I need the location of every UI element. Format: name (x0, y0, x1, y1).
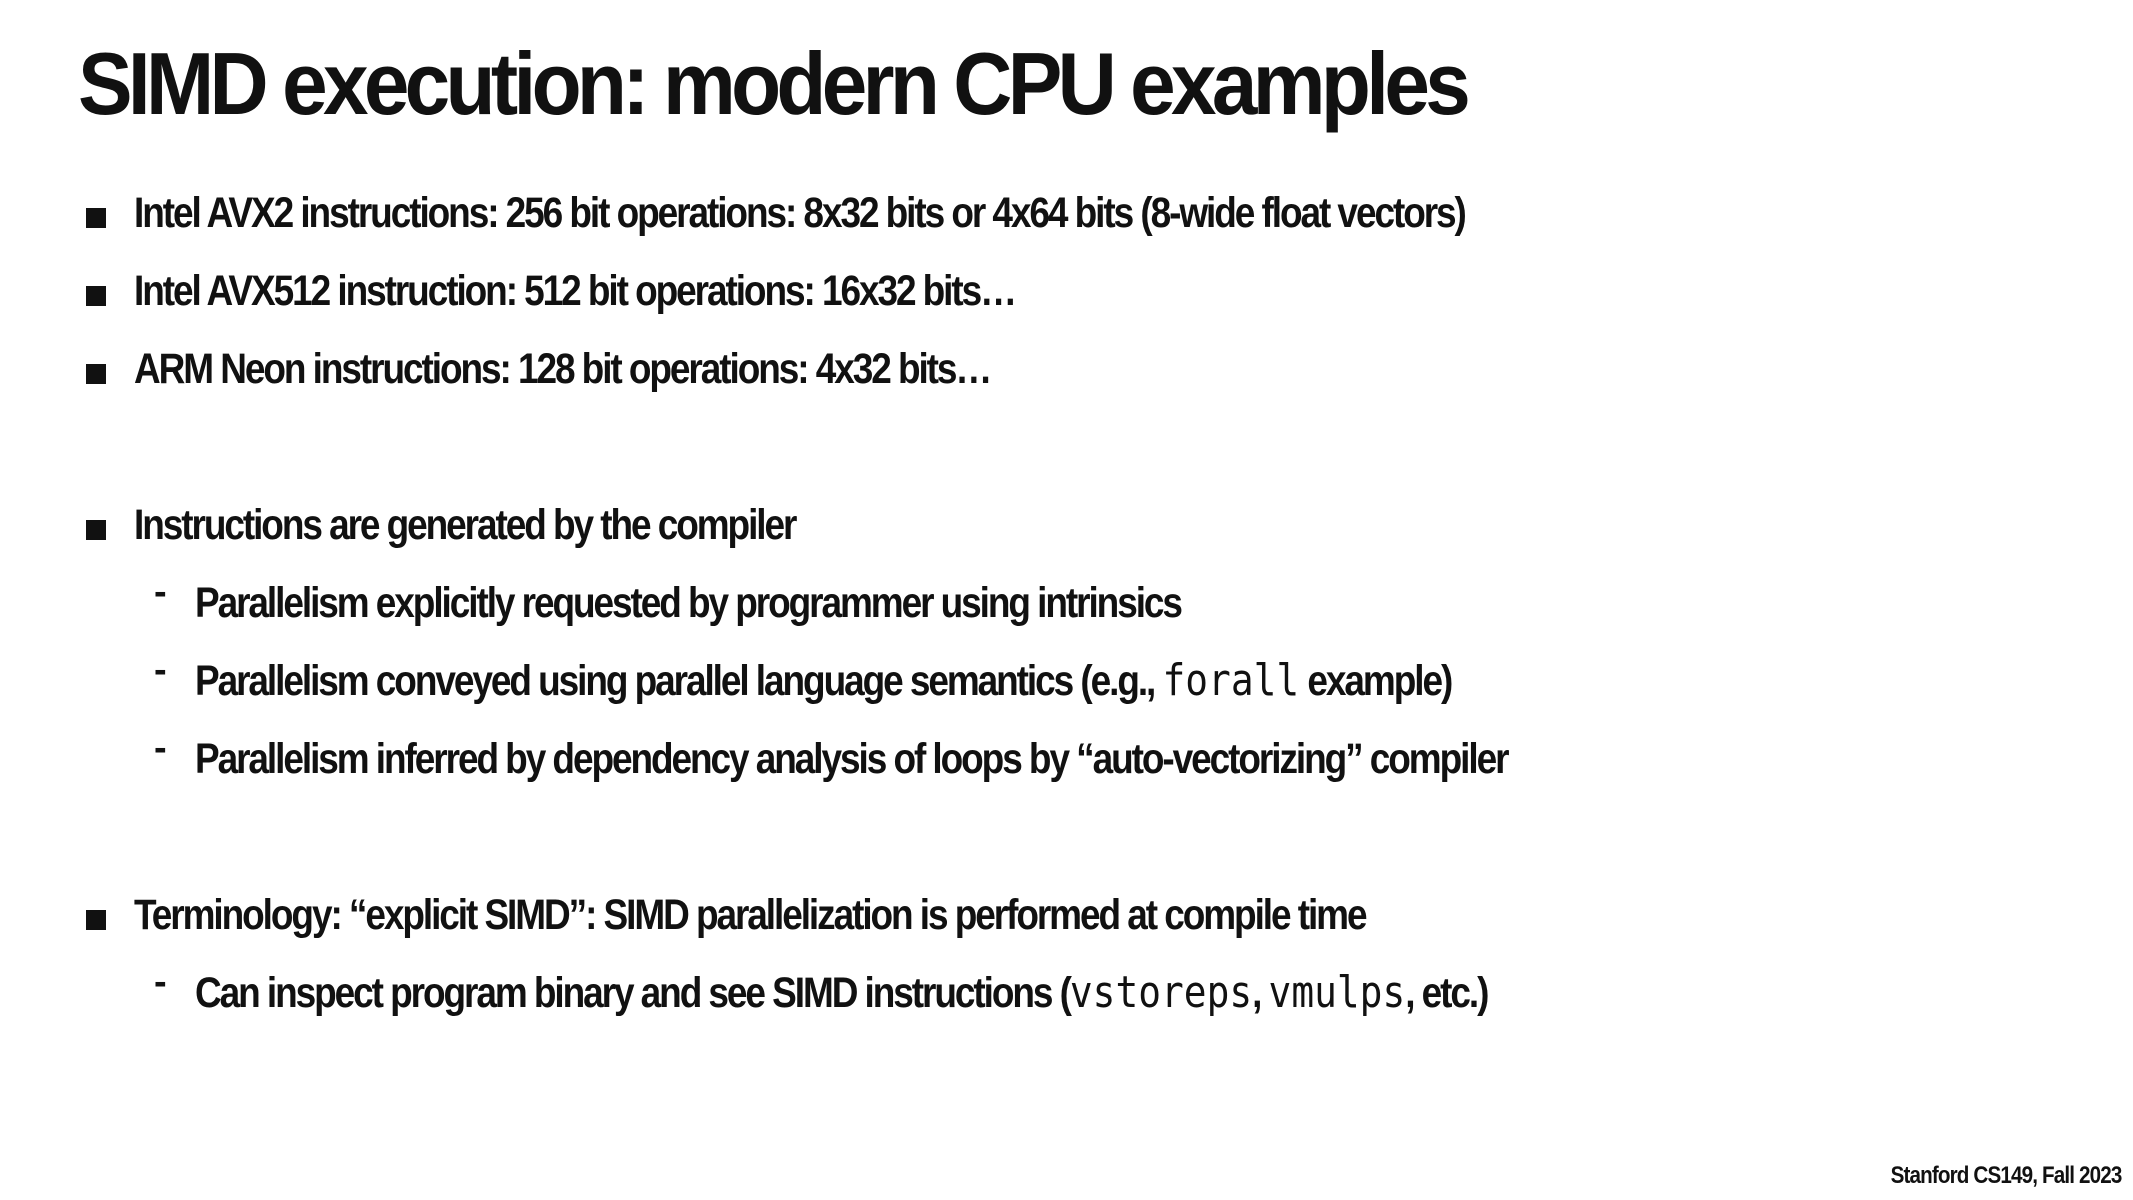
bullet-text: Intel AVX512 instruction: 512 bit operat… (134, 267, 1017, 315)
subbullet-text-post: , etc.) (1405, 969, 1489, 1017)
dash-icon: - (154, 571, 167, 613)
bullet-square-icon (86, 208, 106, 228)
bullet-text: ARM Neon instructions: 128 bit operation… (134, 345, 992, 393)
code-vstoreps: vstoreps (1069, 967, 1253, 1018)
separator: , (1252, 969, 1269, 1017)
slide-title: SIMD execution: modern CPU examples (78, 34, 1471, 133)
dash-icon: - (154, 961, 167, 1003)
dash-icon: - (154, 649, 167, 691)
subbullet-text: Parallelism conveyed using parallel lang… (195, 651, 1453, 711)
bullet-text: Instructions are generated by the compil… (134, 501, 797, 549)
dash-icon: - (154, 727, 167, 769)
bullet-square-icon (86, 364, 106, 384)
subbullet-text: Parallelism inferred by dependency analy… (195, 735, 1509, 783)
bullet-square-icon (86, 286, 106, 306)
subbullet-text: Parallelism explicitly requested by prog… (195, 579, 1183, 627)
bullet-text: Intel AVX2 instructions: 256 bit operati… (134, 189, 1467, 237)
subbullet-text-pre: Can inspect program binary and see SIMD … (195, 969, 1072, 1017)
subbullet-text-post: example) (1299, 657, 1453, 705)
subbullet-text-pre: Parallelism conveyed using parallel lang… (195, 657, 1163, 705)
code-forall: forall (1162, 655, 1300, 706)
subbullet-text: Can inspect program binary and see SIMD … (195, 963, 1489, 1023)
code-vmulps: vmulps (1268, 967, 1406, 1018)
bullet-text: Terminology: “explicit SIMD”: SIMD paral… (134, 891, 1368, 939)
bullet-square-icon (86, 910, 106, 930)
bullet-square-icon (86, 520, 106, 540)
footer-course-label: Stanford CS149, Fall 2023 (1890, 1162, 2122, 1189)
